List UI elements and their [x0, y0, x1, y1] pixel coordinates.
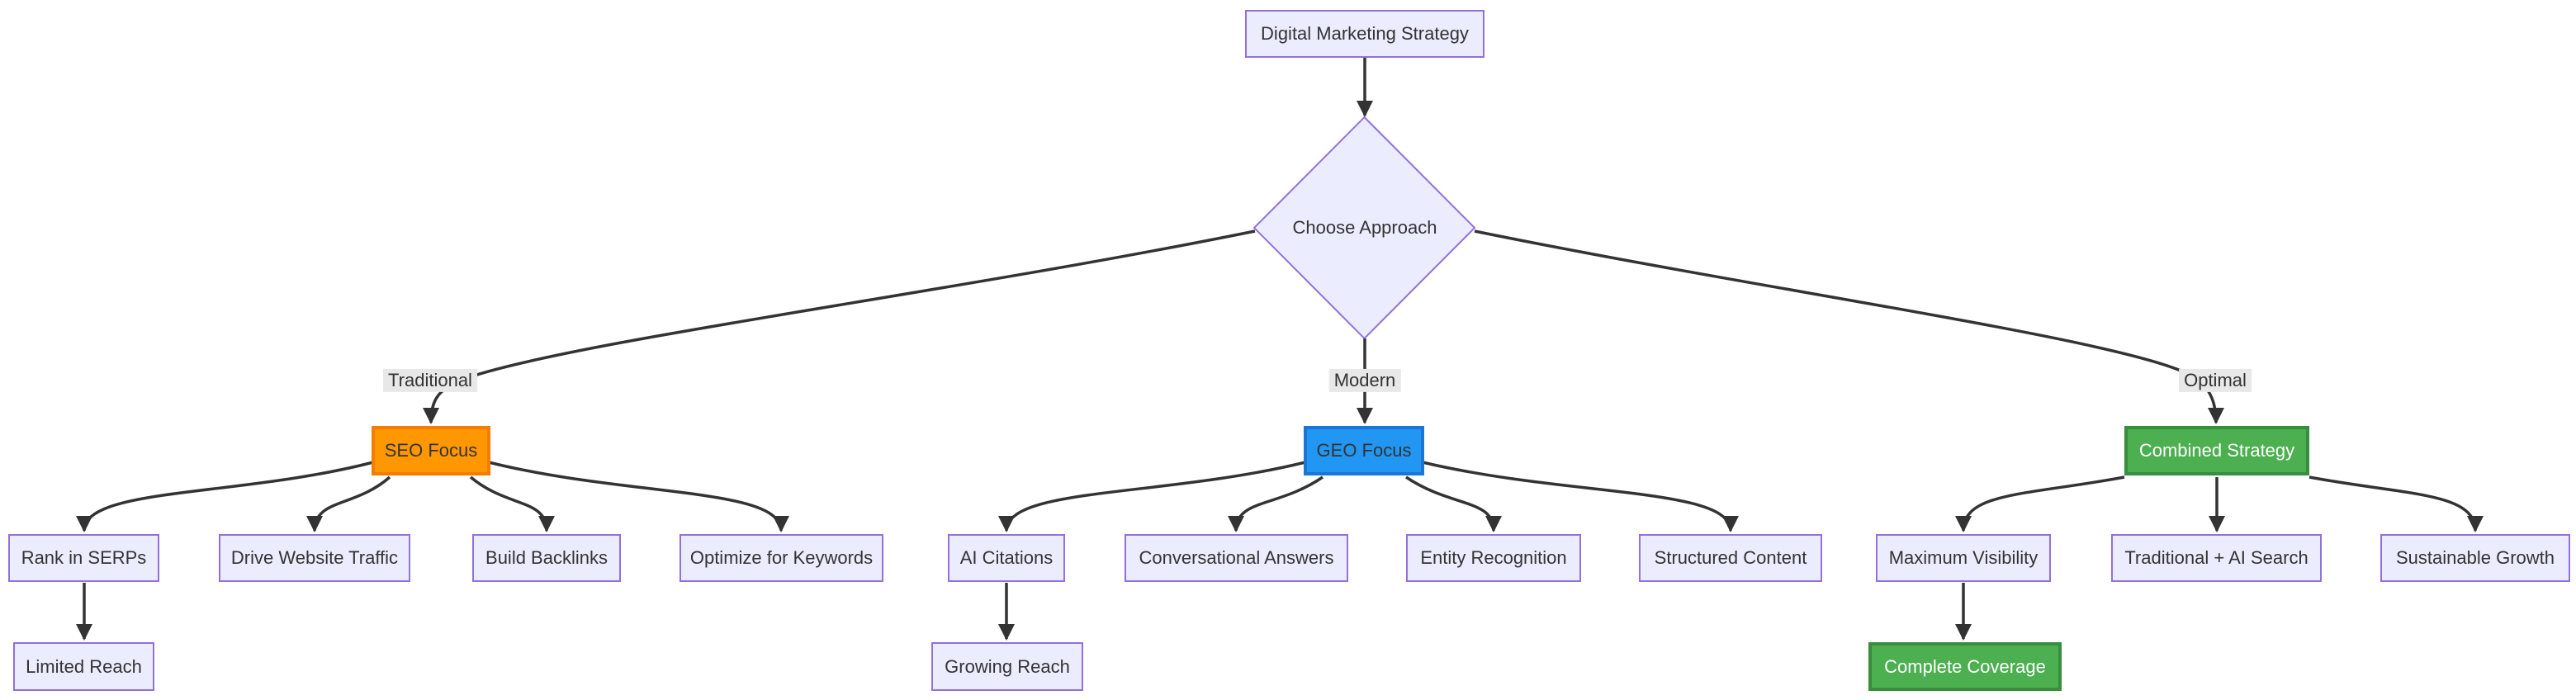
edge-geo-to-structured [1422, 461, 1739, 532]
edge-geo-to-citations [998, 461, 1306, 532]
node-optimize-for-keywords: Optimize for Keywords [680, 534, 883, 582]
node-label: SEO Focus [384, 440, 478, 461]
edge-seo-to-backlinks [469, 475, 555, 532]
node-build-backlinks: Build Backlinks [472, 534, 621, 582]
node-label: Optimize for Keywords [689, 547, 874, 568]
edge-seo-to-serps [76, 461, 374, 532]
node-limited-reach: Limited Reach [13, 642, 154, 691]
edge-combined-to-maxvis [1955, 475, 2125, 532]
edge-label-modern: Modern [1328, 368, 1401, 393]
node-label: AI Citations [959, 547, 1054, 568]
node-label: Growing Reach [945, 655, 1070, 677]
node-label: Maximum Visibility [1888, 547, 2039, 568]
node-label: Complete Coverage [1884, 655, 2046, 677]
edge-geo-to-conversational [1228, 475, 1324, 532]
node-label: GEO Focus [1316, 440, 1412, 461]
node-seo-focus: SEO Focus [372, 426, 490, 475]
node-digital-marketing-strategy: Digital Marketing Strategy [1245, 10, 1485, 58]
node-label: Conversational Answers [1139, 547, 1334, 568]
node-label: Drive Website Traffic [230, 547, 399, 568]
node-combined-strategy: Combined Strategy [2124, 426, 2309, 475]
node-label: Choose Approach [1292, 217, 1437, 238]
node-label: Build Backlinks [485, 547, 608, 568]
node-maximum-visibility: Maximum Visibility [1876, 534, 2051, 582]
edge-label-optimal: Optimal [2179, 368, 2252, 393]
node-label: Rank in SERPs [21, 547, 147, 568]
edge-combined-to-sustainable [2308, 475, 2484, 532]
node-rank-in-serps: Rank in SERPs [8, 534, 159, 582]
edge-seo-to-traffic [306, 475, 391, 532]
node-label: Limited Reach [26, 655, 142, 677]
edge-label-traditional: Traditional [383, 368, 477, 393]
node-structured-content: Structured Content [1639, 534, 1822, 582]
node-complete-coverage: Complete Coverage [1868, 642, 2062, 691]
node-label: Traditional + AI Search [2124, 547, 2308, 568]
node-ai-citations: AI Citations [948, 534, 1065, 582]
node-geo-focus: GEO Focus [1304, 426, 1424, 475]
node-label: Combined Strategy [2138, 440, 2295, 461]
node-drive-website-traffic: Drive Website Traffic [219, 534, 410, 582]
edge-choose-to-combined [1474, 229, 2224, 424]
node-label: Entity Recognition [1420, 547, 1567, 568]
edge-seo-to-keywords [488, 461, 789, 532]
node-growing-reach: Growing Reach [931, 642, 1083, 691]
node-entity-recognition: Entity Recognition [1406, 534, 1581, 582]
node-sustainable-growth: Sustainable Growth [2380, 534, 2570, 582]
node-label: Sustainable Growth [2396, 547, 2555, 568]
edge-choose-to-seo [423, 229, 1256, 424]
node-choose-approach: Choose Approach [1238, 215, 1491, 241]
edge-geo-to-entity [1405, 475, 1502, 532]
node-conversational-answers: Conversational Answers [1125, 534, 1348, 582]
node-label: Structured Content [1654, 547, 1807, 568]
node-label: Digital Marketing Strategy [1261, 23, 1469, 44]
node-traditional-ai-search: Traditional + AI Search [2111, 534, 2322, 582]
